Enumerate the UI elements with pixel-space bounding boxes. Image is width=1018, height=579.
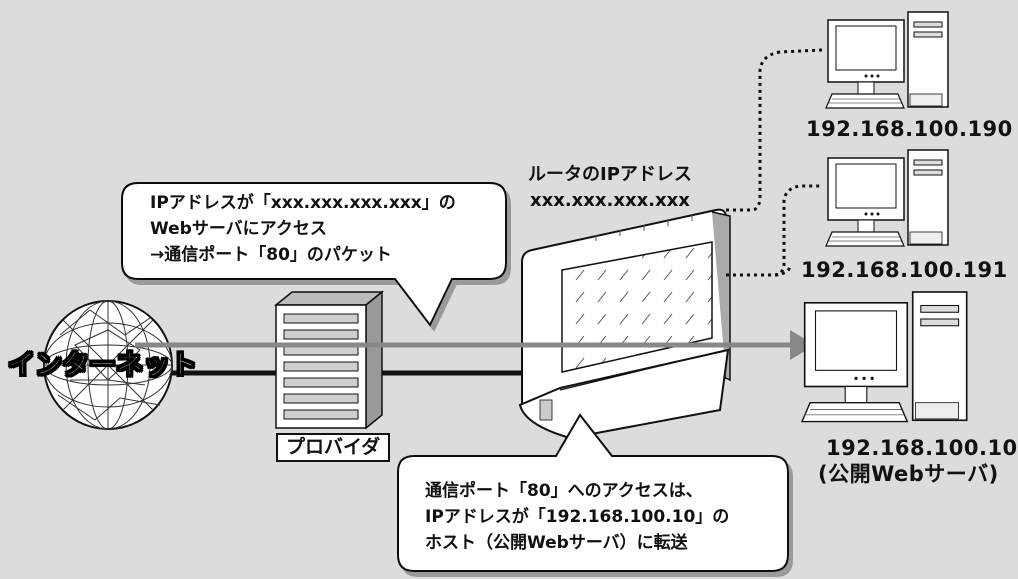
router-label-line-1: ルータのIPアドレス bbox=[528, 164, 692, 185]
callout-top-text: IPアドレスが「xxx.xxx.xxx.xxx」の Webサーバにアクセス →通… bbox=[150, 190, 456, 268]
router-ip-address: xxx.xxx.xxx.xxx bbox=[530, 190, 690, 211]
callout-bottom-text: 通信ポート「80」へのアクセスは、 IPアドレスが「192.168.100.10… bbox=[425, 478, 729, 556]
computer-icon-2 bbox=[825, 149, 949, 247]
callout-top-line-3: →通信ポート「80」のパケット bbox=[150, 245, 392, 265]
internet-label: インターネット bbox=[8, 349, 198, 381]
callout-bottom-line-3: ホスト（公開Webサーバ）に転送 bbox=[425, 533, 688, 553]
host-ip-2: 192.168.100.191 bbox=[801, 258, 1008, 282]
globe-icon bbox=[43, 300, 173, 430]
forwarding-arrow bbox=[135, 330, 815, 360]
host-ip-3: 192.168.100.10 bbox=[826, 436, 1018, 460]
host-note-3: (公開Webサーバ) bbox=[818, 462, 999, 486]
router-label: ルータのIPアドレス xxx.xxx.xxx.xxx bbox=[528, 162, 692, 214]
callout-top-line-1: IPアドレスが「xxx.xxx.xxx.xxx」の bbox=[150, 193, 456, 213]
host-ip-1: 192.168.100.190 bbox=[806, 117, 1013, 141]
computer-icon-3 bbox=[800, 291, 968, 423]
provider-server-icon bbox=[273, 290, 385, 430]
callout-top-bubble bbox=[121, 182, 507, 327]
callout-top-line-2: Webサーバにアクセス bbox=[150, 219, 327, 239]
computer-icon-1 bbox=[825, 11, 949, 109]
router-icon bbox=[518, 208, 731, 440]
callout-bottom-line-1: 通信ポート「80」へのアクセスは、 bbox=[425, 481, 703, 501]
provider-label: プロバイダ bbox=[276, 433, 391, 462]
lan-connections bbox=[726, 48, 823, 277]
callout-bottom-bubble bbox=[397, 413, 789, 572]
callout-bottom-line-2: IPアドレスが「192.168.100.10」の bbox=[425, 507, 730, 527]
